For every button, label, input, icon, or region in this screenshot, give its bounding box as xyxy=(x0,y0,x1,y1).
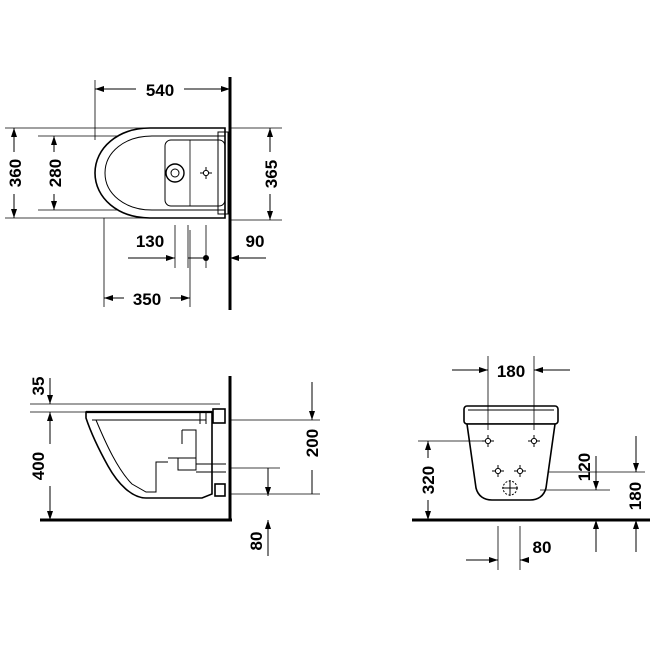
arrow-head xyxy=(267,211,273,220)
arrow-head xyxy=(95,86,104,92)
arrow-head xyxy=(593,520,599,529)
dim-label-130: 130 xyxy=(136,232,164,251)
arrow-head xyxy=(534,367,543,373)
wall-bracket-top xyxy=(217,131,229,215)
tap-deck xyxy=(164,139,226,207)
arrow-head xyxy=(11,209,17,218)
bowl-inner-rim-top xyxy=(104,135,225,211)
dim-label-280: 280 xyxy=(46,159,65,187)
fixing-point xyxy=(203,255,209,261)
dim-label-365: 365 xyxy=(262,160,281,188)
bowl-outline-top xyxy=(94,127,226,219)
arrow-head xyxy=(309,411,315,420)
arrow-head xyxy=(267,128,273,137)
rim-cap-front xyxy=(463,405,559,425)
dim-label-80-front: 80 xyxy=(533,538,552,557)
dim-label-180-right: 180 xyxy=(626,482,645,510)
waste-trap xyxy=(168,429,197,471)
top-view: 540 360 280 365 130 9 xyxy=(4,77,282,310)
side-view: 35 400 200 80 xyxy=(29,376,322,556)
arrow-head xyxy=(425,441,431,450)
arrow-head xyxy=(221,86,230,92)
arrow-head xyxy=(633,463,639,472)
arrow-head xyxy=(104,295,113,301)
arrow-head xyxy=(593,481,599,490)
arrow-head xyxy=(230,255,239,261)
dim-label-360: 360 xyxy=(6,159,25,187)
waste-pipe xyxy=(196,463,226,473)
arrow-head xyxy=(47,412,53,421)
dim-label-400: 400 xyxy=(29,452,48,480)
arrow-head xyxy=(633,520,639,529)
bowl-inner-side xyxy=(95,419,168,493)
arrow-head xyxy=(265,487,271,496)
dim-label-35: 35 xyxy=(29,377,48,396)
arrow-head xyxy=(47,511,53,520)
arrow-head xyxy=(265,520,271,529)
arrow-head xyxy=(489,557,498,563)
dim-label-200: 200 xyxy=(303,429,322,457)
arrow-head xyxy=(520,557,529,563)
dim-label-180-top: 180 xyxy=(497,362,525,381)
arrow-head xyxy=(51,136,57,145)
waste-outlet xyxy=(502,480,518,496)
arrow-head xyxy=(11,128,17,137)
dim-label-120: 120 xyxy=(575,453,594,481)
wall-bracket-upper xyxy=(212,408,226,424)
front-view: 180 320 120 180 80 xyxy=(412,356,650,570)
wall-bracket-lower xyxy=(214,483,226,497)
arrow-head xyxy=(425,511,431,520)
arrow-head xyxy=(479,367,488,373)
dim-label-350: 350 xyxy=(133,290,161,309)
arrow-head xyxy=(47,395,53,404)
bowl-outline-side xyxy=(85,411,213,499)
circle-icon xyxy=(165,163,185,183)
dim-label-80-side: 80 xyxy=(247,532,266,551)
arrow-head xyxy=(51,201,57,210)
arrow-head xyxy=(166,255,175,261)
arrow-head xyxy=(181,295,190,301)
dim-label-540: 540 xyxy=(146,81,174,100)
dim-label-90: 90 xyxy=(246,232,265,251)
dim-label-320: 320 xyxy=(419,466,438,494)
